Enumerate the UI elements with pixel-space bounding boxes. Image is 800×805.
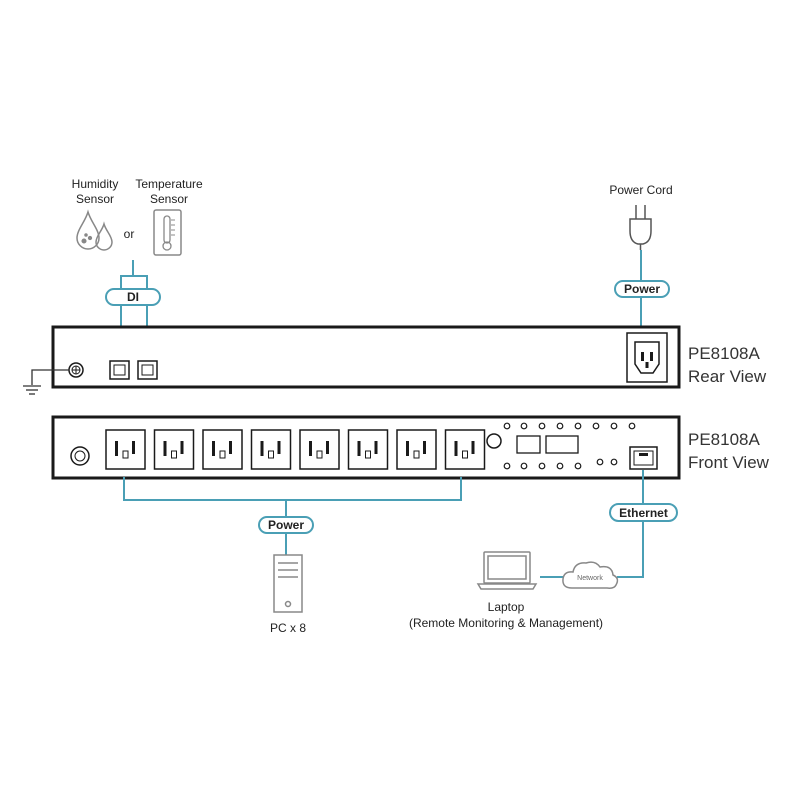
laptop-label-line2: (Remote Monitoring & Management) [409, 616, 603, 630]
front-model-label: PE8108A [688, 430, 760, 449]
power-outlet-1 [105, 429, 146, 470]
circuit-breaker [70, 446, 90, 466]
display-window-small [516, 435, 541, 454]
led-indicator-15 [610, 458, 618, 466]
led-indicator-10 [520, 462, 528, 470]
led-indicator-1 [503, 422, 511, 430]
led-indicator-4 [556, 422, 564, 430]
ethernet-pill: Ethernet [609, 503, 678, 522]
pc-label: PC x 8 [270, 621, 306, 635]
rear-view-label: Rear View [688, 367, 767, 386]
power-plug-icon [629, 205, 652, 250]
power-cord-label: Power Cord [609, 183, 672, 197]
power-front-pill-label: Power [268, 518, 304, 532]
water-drops-icon [76, 209, 113, 251]
led-indicator-2 [520, 422, 528, 430]
cloud-icon: Network [562, 561, 619, 589]
led-indicator-13 [574, 462, 582, 470]
humidity-label-line1: Humidity [72, 177, 119, 191]
led-indicator-9 [503, 462, 511, 470]
humidity-label-line2: Sensor [76, 192, 114, 206]
pc-tower-icon [273, 554, 303, 613]
di-pill: DI [105, 288, 161, 306]
led-indicator-11 [538, 462, 546, 470]
power-outlet-5 [299, 429, 340, 470]
power-inlet [626, 332, 668, 383]
ground-icon [23, 369, 69, 395]
di-port-2 [137, 360, 158, 380]
temperature-label-line2: Sensor [150, 192, 188, 206]
rear-panel [51, 325, 681, 389]
power-front-pill: Power [258, 516, 314, 534]
led-indicator-12 [556, 462, 564, 470]
laptop-icon [476, 551, 538, 590]
led-indicator-14 [596, 458, 604, 466]
led-indicator-6 [592, 422, 600, 430]
power-outlet-7 [396, 429, 437, 470]
led-indicator-8 [628, 422, 636, 430]
laptop-label-line1: Laptop [488, 600, 525, 614]
led-indicator-5 [574, 422, 582, 430]
power-front-lines [123, 477, 462, 555]
power-outlet-6 [347, 429, 389, 470]
rear-model-label: PE8108A [688, 344, 760, 363]
power-rear-pill: Power [614, 280, 670, 298]
outlet-group [105, 429, 486, 470]
ground-screw [68, 362, 84, 378]
ethernet-port [629, 446, 658, 470]
led-group [503, 422, 636, 470]
power-outlet-3 [202, 429, 243, 470]
led-indicator-3 [538, 422, 546, 430]
or-label: or [124, 227, 135, 241]
di-pill-label: DI [127, 290, 139, 304]
power-rear-pill-label: Power [624, 282, 660, 296]
control-button [486, 433, 502, 449]
display-window-large [545, 435, 579, 454]
thermometer-icon [153, 209, 182, 256]
led-indicator-7 [610, 422, 618, 430]
front-panel [51, 415, 681, 480]
temperature-label-line1: Temperature [135, 177, 203, 191]
power-outlet-2 [153, 429, 195, 470]
di-port-1 [109, 360, 130, 380]
power-outlet-4 [250, 429, 292, 470]
ethernet-lines [540, 470, 644, 578]
ethernet-pill-label: Ethernet [619, 506, 668, 520]
power-outlet-8 [444, 429, 486, 470]
front-view-label: Front View [688, 453, 770, 472]
network-label: Network [577, 575, 603, 582]
